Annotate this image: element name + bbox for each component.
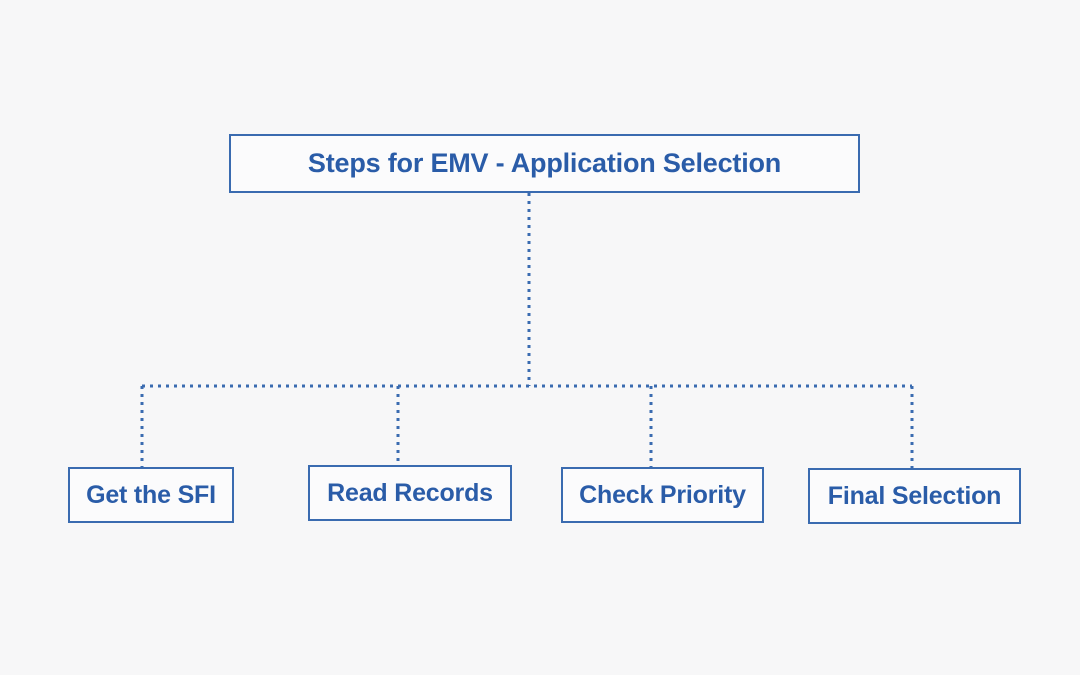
node-check-priority[interactable]: Check Priority (561, 467, 764, 523)
node-final-selection-label: Final Selection (827, 481, 1002, 510)
node-root-label: Steps for EMV - Application Selection (307, 148, 782, 178)
node-read-records[interactable]: Read Records (308, 465, 512, 521)
node-get-the-sfi-label: Get the SFI (86, 480, 216, 509)
node-check-priority-label: Check Priority (579, 480, 746, 509)
node-read-records-label: Read Records (327, 478, 493, 507)
node-final-selection[interactable]: Final Selection (808, 468, 1021, 524)
node-get-the-sfi[interactable]: Get the SFI (68, 467, 234, 523)
node-root[interactable]: Steps for EMV - Application Selection (229, 134, 860, 193)
